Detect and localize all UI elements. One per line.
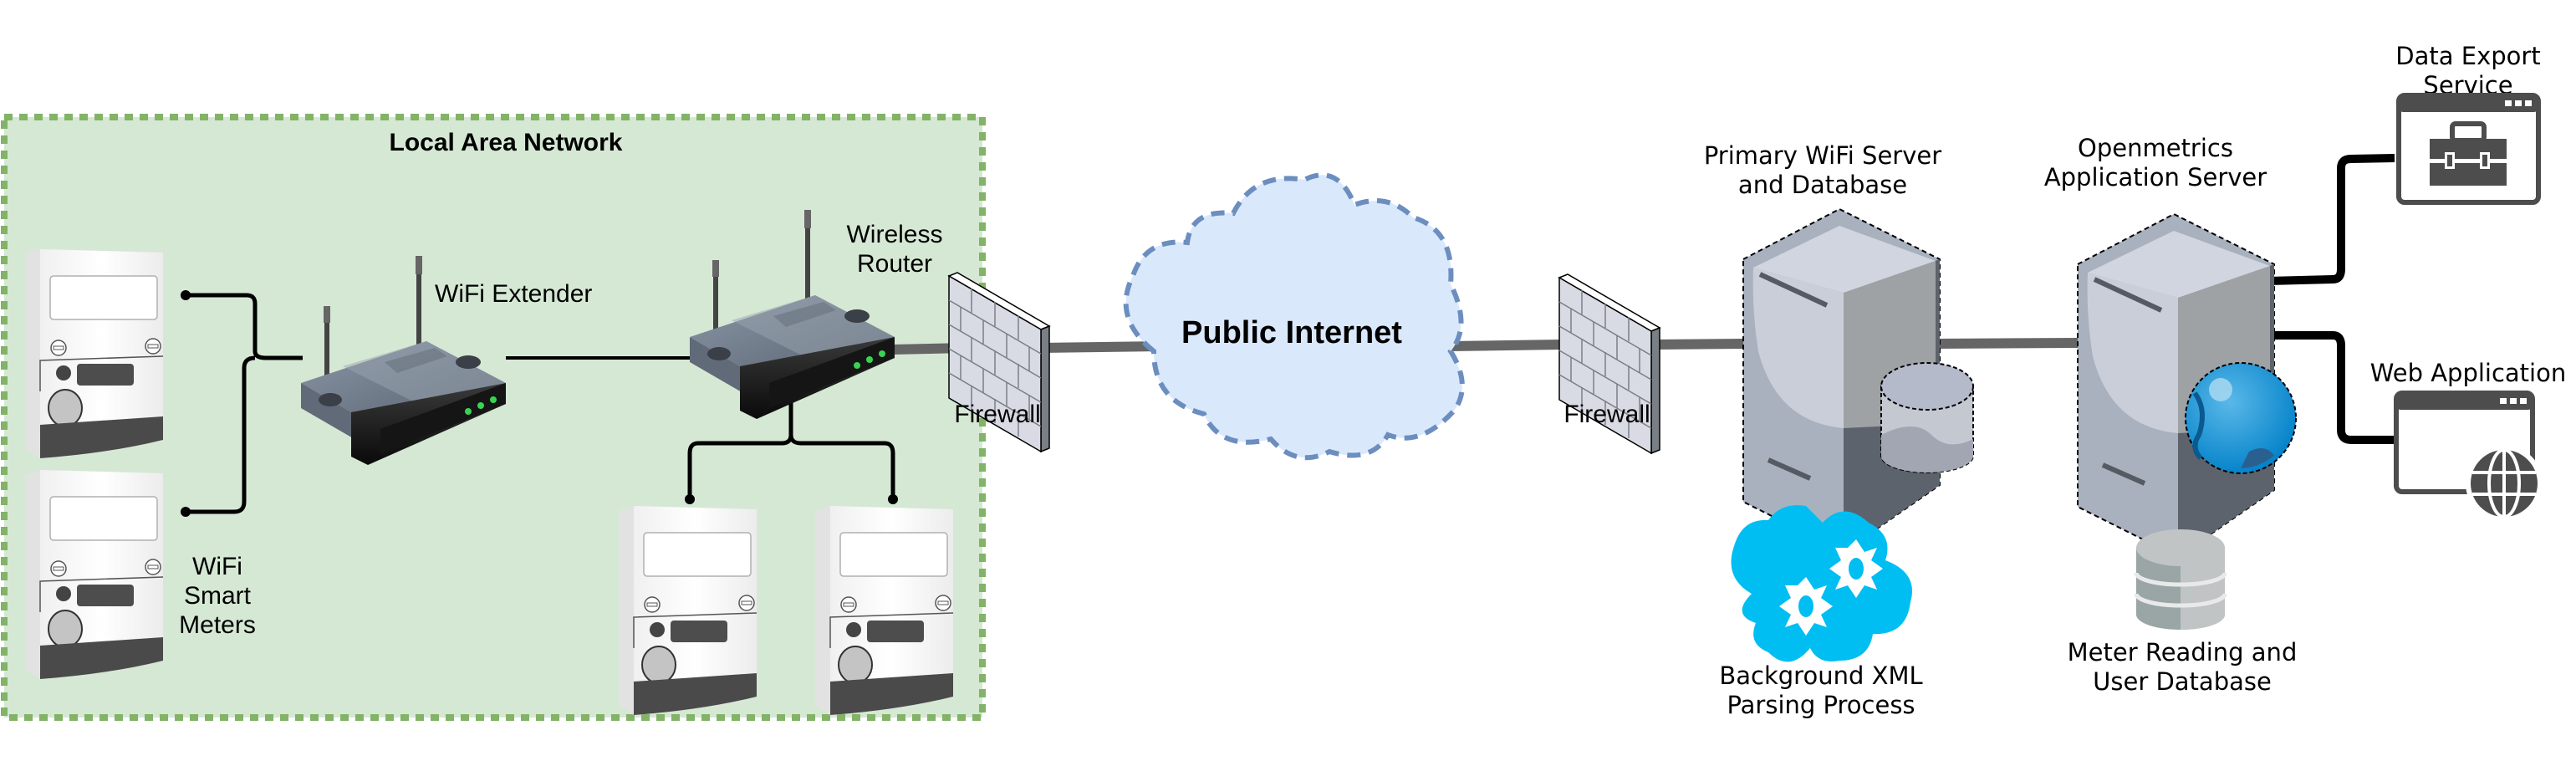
smart-meters-label: Smart xyxy=(184,582,252,610)
wireless-router-label: Router xyxy=(857,250,932,278)
app-server-label: Openmetrics xyxy=(2078,134,2233,162)
cloud-icon xyxy=(1123,172,1465,461)
lan-label: Local Area Network xyxy=(390,129,623,156)
globe-icon xyxy=(2185,362,2297,474)
public-internet-node[interactable]: Public Internet xyxy=(1123,172,1465,461)
meter-extender-link xyxy=(184,293,303,514)
wifi-extender-label: WiFi Extender xyxy=(435,280,592,308)
meter-link-endpoint xyxy=(181,290,191,300)
web-app-node[interactable]: Web Application xyxy=(2370,359,2566,522)
smart-meter-icon[interactable] xyxy=(24,469,164,680)
smart-meters-label: Meters xyxy=(179,611,256,639)
meter-db-label: User Database xyxy=(2093,667,2272,696)
smart-meter-group: WiFi Smart Meters xyxy=(24,248,954,716)
xml-process-label: Background XML xyxy=(1719,661,1922,690)
app-server-label: Application Server xyxy=(2044,163,2267,192)
primary-server-label: and Database xyxy=(1738,171,1907,199)
meter-db-label: Meter Reading and xyxy=(2068,638,2298,667)
data-export-label: Data Export xyxy=(2395,42,2540,70)
primary-server-node[interactable]: Primary WiFi Server and Database xyxy=(1704,141,1974,552)
globe-window-icon xyxy=(2394,391,2543,522)
app-service-links xyxy=(2267,154,2395,444)
meter-link-endpoint xyxy=(685,494,695,504)
public-internet-label: Public Internet xyxy=(1181,315,1402,350)
connectors xyxy=(181,154,2395,529)
data-export-node[interactable]: Data Export Service xyxy=(2395,42,2541,205)
meter-link-endpoint xyxy=(888,494,898,504)
meter-link-endpoint xyxy=(181,507,191,517)
database-icon xyxy=(2134,529,2227,630)
wireless-router-label: Wireless xyxy=(846,221,942,248)
xml-process-node[interactable]: Background XML Parsing Process xyxy=(1719,505,1923,719)
firewall-label: Firewall xyxy=(1563,401,1650,428)
database-cylinder-icon xyxy=(1880,362,1974,473)
toolbox-window-icon xyxy=(2396,93,2541,205)
trunk-line xyxy=(892,338,2079,355)
xml-process-label: Parsing Process xyxy=(1727,691,1915,719)
cloud-gears-icon xyxy=(1731,505,1912,662)
app-server-node[interactable]: Openmetrics Application Server xyxy=(2044,134,2297,557)
smart-meter-icon[interactable] xyxy=(618,505,757,716)
primary-server-label: Primary WiFi Server xyxy=(1704,141,1941,170)
firewall-server-node[interactable]: Firewall xyxy=(1558,273,1660,454)
lan-group[interactable]: Local Area Network xyxy=(1,114,986,721)
smart-meter-icon[interactable] xyxy=(814,505,954,716)
wireless-router-node[interactable]: Wireless Router xyxy=(690,210,943,419)
smart-meter-icon[interactable] xyxy=(24,248,164,459)
firewall-label: Firewall xyxy=(954,401,1040,428)
web-app-label: Web Application xyxy=(2370,359,2566,387)
firewall-lan-node[interactable]: Firewall xyxy=(948,272,1050,452)
router-meters-link xyxy=(687,365,895,498)
wifi-extender-node[interactable]: WiFi Extender xyxy=(301,256,592,465)
smart-meters-label: WiFi xyxy=(192,553,242,580)
meter-db-node[interactable]: Meter Reading and User Database xyxy=(2068,529,2298,696)
